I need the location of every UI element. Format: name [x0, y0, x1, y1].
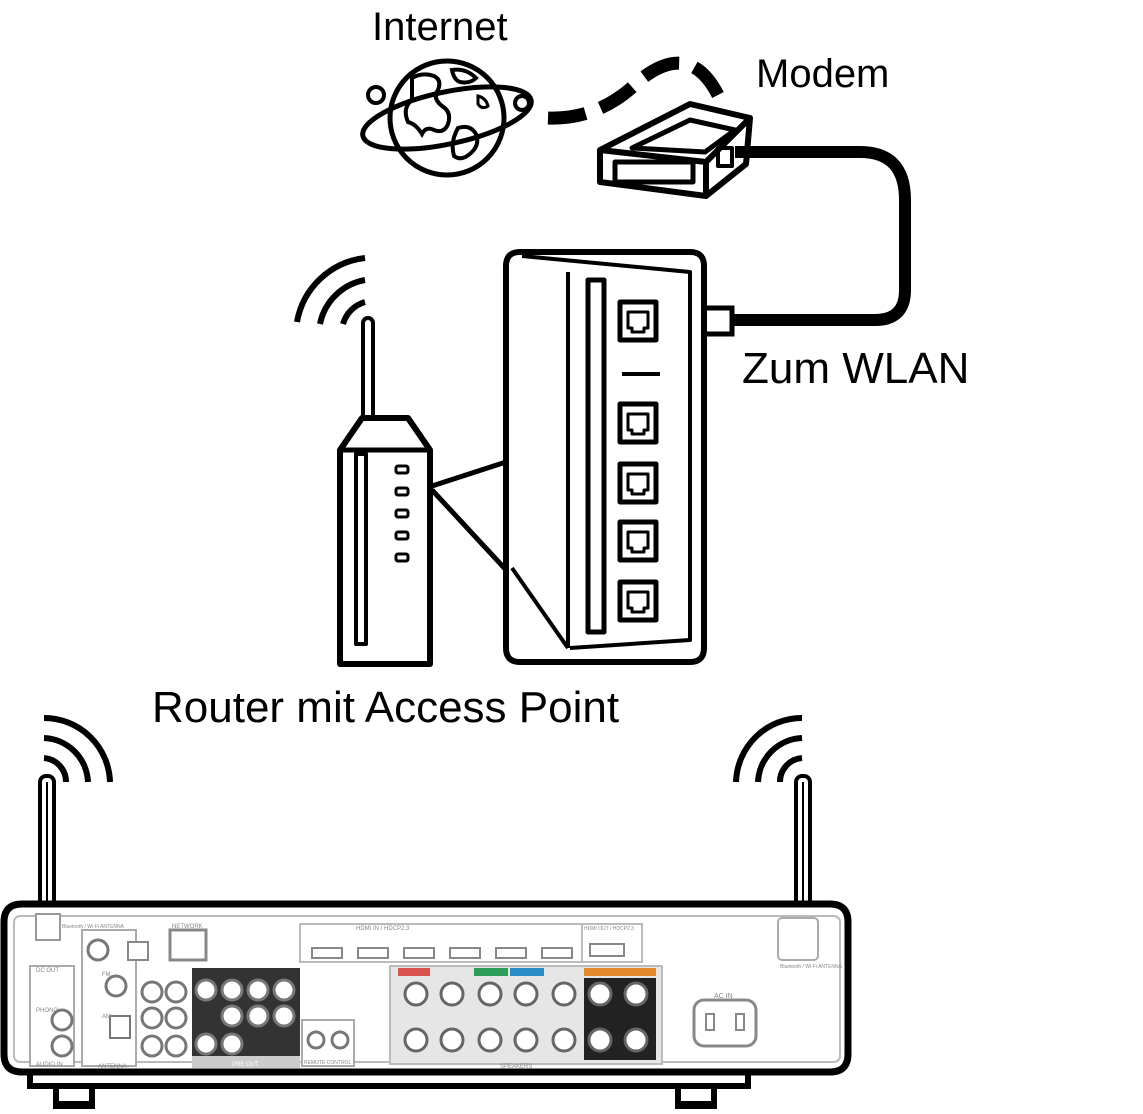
- ac-in-label: AC IN: [714, 993, 733, 1000]
- wan-label: Zum WLAN: [742, 344, 969, 393]
- modem-router-cable: [728, 146, 911, 326]
- pre-out-label: PRE OUT: [232, 1062, 259, 1068]
- audio-in-label: AUDIO IN: [36, 1062, 63, 1068]
- internet-label: Internet: [372, 5, 508, 49]
- wan-port-icon: [617, 299, 659, 343]
- modem-label: Modem: [756, 52, 889, 96]
- router-back-panel: [503, 249, 707, 665]
- av-receiver: Bluetooth / Wi-Fi ANTENNA Bluetooth / Wi…: [0, 900, 852, 1109]
- am-label: AM: [102, 1014, 111, 1020]
- speakers-label: SPEAKERS: [500, 1064, 532, 1070]
- network-label: NETWORK: [172, 924, 203, 930]
- lan-port-icon: [617, 519, 659, 563]
- router-label: Router mit Access Point: [152, 683, 619, 732]
- internet-globe-icon: [360, 58, 534, 178]
- router-zoom-callout: [430, 459, 510, 574]
- lan-port-icon: [617, 461, 659, 505]
- hdmi-out-label: HDMI OUT / HDCP2.3: [584, 926, 634, 932]
- modem-device: [597, 101, 753, 199]
- fm-label: FM: [102, 972, 111, 978]
- internet-modem-connection: [547, 56, 724, 125]
- receiver-right-wifi-icon: [733, 715, 803, 783]
- lan-port-icon: [617, 401, 659, 445]
- phono-label: PHONO: [36, 1008, 58, 1014]
- lan-port-icon: [617, 579, 659, 623]
- antenna-label: ANTENNA: [98, 1064, 127, 1070]
- bt-antenna-right-label: Bluetooth / Wi-Fi ANTENNA: [780, 964, 843, 970]
- remote-control-label: REMOTE CONTROL: [304, 1060, 351, 1066]
- hdmi-in-label: HDMI IN / HDCP2.3: [356, 926, 410, 932]
- receiver-left-wifi-icon: [43, 715, 113, 783]
- router-device: [337, 316, 433, 667]
- dc-out-label: DC OUT: [36, 968, 59, 974]
- router-wifi-icon: [294, 255, 366, 325]
- bt-antenna-left-label: Bluetooth / Wi-Fi ANTENNA: [62, 924, 125, 930]
